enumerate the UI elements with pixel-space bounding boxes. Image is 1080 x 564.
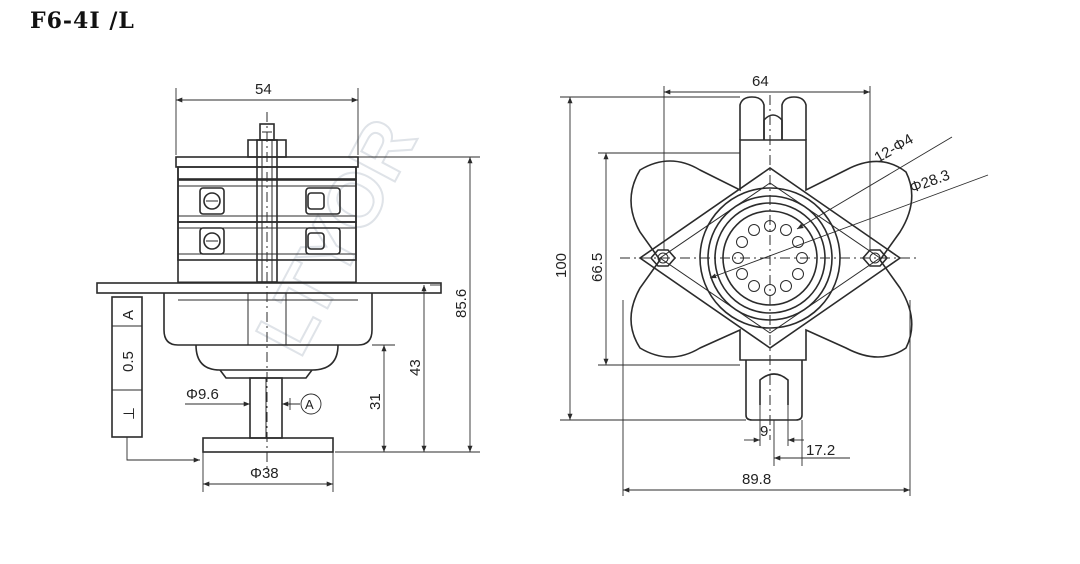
dim-width-89-8: 89.8 [742,471,771,488]
terminal-screw [305,187,341,215]
drawing-title: F6-4I /L [30,8,135,34]
dim-height-66-5: 66.5 [589,253,606,282]
dim-shaft-dia: Φ9.6 [186,386,219,403]
watermark: LTYOR [239,105,434,369]
label-box-symbol: ⊥ [121,407,138,420]
dim-height-85-6: 85.6 [453,289,470,318]
ammeter-symbol-label: A [305,397,314,412]
label-box-rating: 0.5 [120,351,137,372]
ammeter-symbol-icon [300,393,322,415]
dim-width-64: 64 [752,73,769,90]
dim-height-100: 100 [553,253,570,278]
label-box-unit: A [120,310,137,320]
terminal-screw [199,187,225,215]
dim-holes: 12-Φ4 [872,131,917,167]
dim-height-31: 31 [367,393,384,410]
left-side-view: 54 85.6 43 31 Φ9.6 A Φ38 A 0.5 ⊥ [96,81,480,492]
dim-slot-width: 9 [760,423,768,440]
dim-width-54: 54 [255,81,272,98]
dim-circle-dia: Φ28.3 [908,167,953,197]
dim-height-43: 43 [407,359,424,376]
terminal-screw [305,227,341,255]
svg-text:LTYOR: LTYOR [240,106,433,368]
right-front-view: 64 100 66.5 12-Φ4 Φ28.3 9 17.2 89.8 [553,73,989,496]
dim-offset: 17.2 [806,442,835,459]
dim-knob-dia: Φ38 [250,465,279,482]
terminal-screw [199,227,225,255]
